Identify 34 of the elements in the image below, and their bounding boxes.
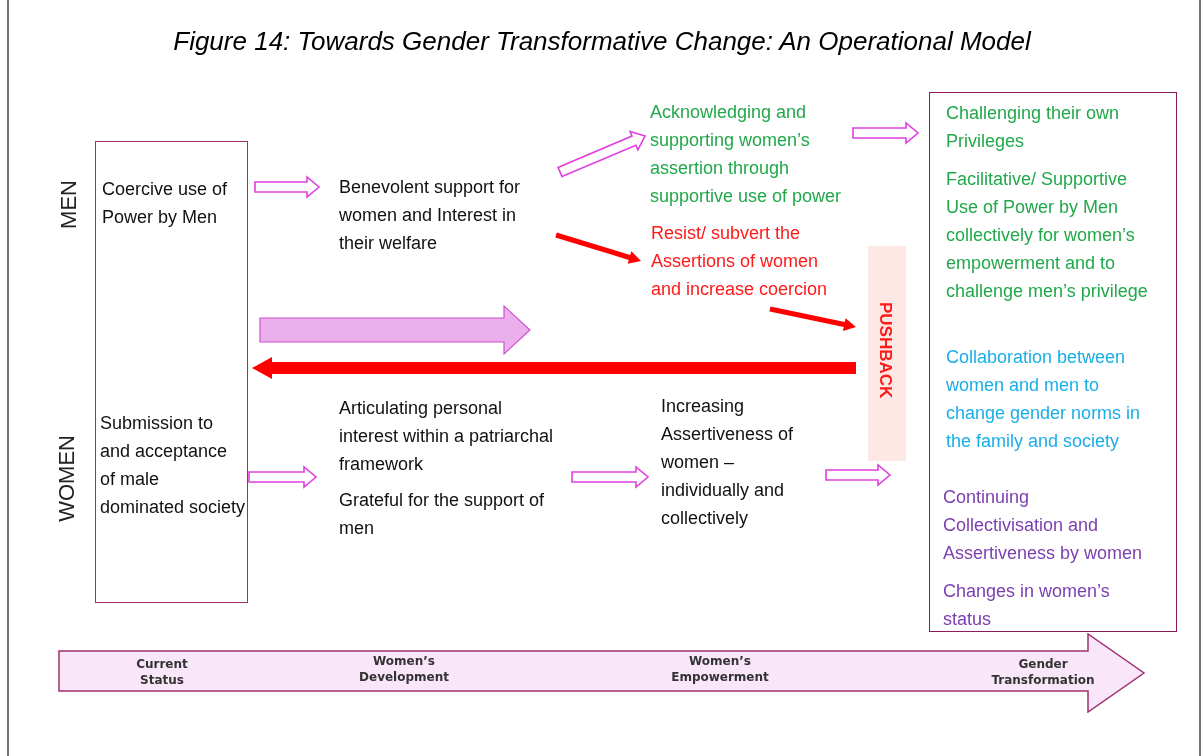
row-label: MEN [56,180,82,229]
node-text: Increasing Assertiveness of women – individually and collectively [661,395,795,530]
node-text: Coercive use of Power by Men [102,178,229,229]
node-text: Submission to and acceptance of male dominated society [100,412,246,519]
stage-label: Gender Transformation [990,656,1096,688]
hollow-arrow [571,465,650,489]
node-text: Acknowledging and supporting women’s assertion through supportive use of power [650,101,843,208]
stage-label: Current Status [135,656,189,688]
node-text: Collaboration between women and men to change gender norms in the family and society [946,346,1142,453]
band-label: PUSHBACK [875,302,895,399]
thick-arrow [259,304,531,356]
stage-label: Women’s Empowerment [670,653,770,685]
row-label: WOMEN [54,435,80,522]
hollow-arrow [254,175,321,199]
hollow-arrow [852,121,920,145]
hollow-arrow [557,130,647,178]
arrow [769,306,856,331]
node-text: Facilitative/ Supportive Use of Power by Men collectively for women’s empowerment and to challenge men’s privilege [946,168,1149,303]
node-text: Benevolent support for women and Interest in their welfare [339,176,522,255]
arrow [555,232,641,264]
thick-arrow [252,357,856,379]
hollow-arrow [825,463,892,487]
stage-label: Women’s Development [358,653,450,685]
pushback-band [868,246,906,461]
node-text: Resist/ subvert the Assertions of women and increase coercion [651,222,829,301]
node-text: Articulating personal interest within a patriarchal framework [339,397,555,476]
outline-box [95,141,248,603]
figure-title: Figure 14: Towards Gender Transformative Change: An Operational Model [172,26,1033,57]
outline-box [929,92,1177,632]
node-text: Continuing Collectivisation and Assertiveness by women [943,486,1144,565]
node-text: Changes in women’s status [943,580,1111,631]
hollow-arrow [248,465,318,489]
node-text: Challenging their own Privileges [946,102,1121,153]
node-text: Grateful for the support of men [339,489,546,540]
